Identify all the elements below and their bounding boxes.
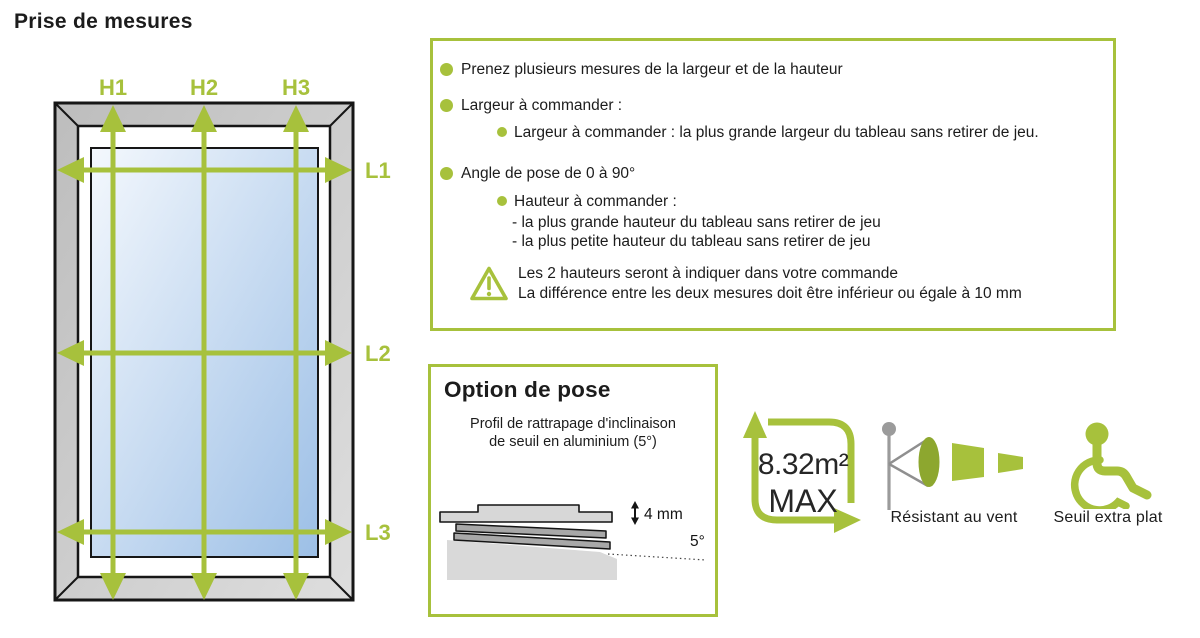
h1-label: H1 bbox=[99, 75, 127, 100]
wind-resistance-label: Résistant au vent bbox=[890, 509, 1018, 526]
floor-block bbox=[447, 540, 617, 580]
bullet-icon bbox=[440, 63, 453, 76]
instruction-item: Largeur à commander : bbox=[440, 96, 1113, 116]
instruction-text: Hauteur à commander : bbox=[514, 193, 677, 210]
arrowheads bbox=[743, 411, 861, 533]
wheelchair-icon bbox=[1070, 422, 1152, 509]
h3-label: H3 bbox=[282, 75, 310, 100]
instruction-text: Angle de pose de 0 à 90° bbox=[461, 165, 636, 182]
flat-threshold-label: Seuil extra plat bbox=[1053, 509, 1163, 526]
instruction-subitem: Hauteur à commander : bbox=[497, 192, 1113, 212]
angle-label: 5° bbox=[690, 533, 705, 550]
window-measure-diagram: H1 H2 H3 L1 L2 L3 bbox=[53, 75, 391, 602]
instruction-text: Largeur à commander : la plus grande lar… bbox=[514, 124, 1039, 141]
thickness-arrow-icon bbox=[631, 501, 639, 525]
installation-option-box: Option de pose Profil de rattrapage d'in… bbox=[428, 364, 718, 617]
warning-icon bbox=[470, 266, 508, 301]
angle-guide-line bbox=[607, 553, 707, 561]
width-arrows bbox=[57, 157, 352, 545]
bullet-icon bbox=[440, 167, 453, 180]
warning-line: Les 2 hauteurs seront à indiquer dans vo… bbox=[518, 265, 898, 282]
instruction-text: Largeur à commander : bbox=[461, 97, 623, 114]
threshold-profile-diagram: 4 mm 5° bbox=[439, 501, 707, 580]
h2-label: H2 bbox=[190, 75, 218, 100]
aluminium-profile bbox=[439, 504, 613, 523]
area-arrow-frame bbox=[751, 418, 855, 524]
max-area-value: 8.32m² bbox=[758, 448, 849, 481]
instruction-item: Angle de pose de 0 à 90° bbox=[440, 164, 1113, 184]
warning-note: Les 2 hauteurs seront à indiquer dans vo… bbox=[469, 264, 1113, 303]
l3-label: L3 bbox=[365, 520, 391, 545]
wedge-shims bbox=[453, 523, 611, 550]
instruction-subitem: Largeur à commander : la plus grande lar… bbox=[497, 123, 1113, 143]
l1-label: L1 bbox=[365, 158, 391, 183]
warning-text: Les 2 hauteurs seront à indiquer dans vo… bbox=[518, 264, 1022, 303]
instruction-text: Prenez plusieurs mesures de la largeur e… bbox=[461, 61, 843, 78]
description-line: de seuil en aluminium (5°) bbox=[489, 434, 657, 450]
bullet-icon bbox=[440, 99, 453, 112]
bullet-icon bbox=[497, 196, 507, 206]
instruction-text: - la plus petite hauteur du tableau sans… bbox=[512, 233, 871, 250]
instruction-sublines: - la plus grande hauteur du tableau sans… bbox=[512, 213, 1113, 251]
bullet-icon bbox=[497, 127, 507, 137]
warning-line: La différence entre les deux mesures doi… bbox=[518, 284, 1022, 302]
instruction-item: Prenez plusieurs mesures de la largeur e… bbox=[440, 60, 1113, 80]
measure-instructions-box: Prenez plusieurs mesures de la largeur e… bbox=[430, 38, 1116, 331]
thickness-label: 4 mm bbox=[644, 506, 683, 523]
l2-label: L2 bbox=[365, 341, 391, 366]
description-line: Profil de rattrapage d'inclinaison bbox=[470, 416, 676, 432]
wind-resistance-icon bbox=[882, 422, 1023, 510]
option-box-description: Profil de rattrapage d'inclinaison de se… bbox=[431, 415, 715, 451]
instruction-text: - la plus grande hauteur du tableau sans… bbox=[512, 214, 881, 231]
max-area-badge: 8.32m² MAX bbox=[743, 411, 861, 533]
option-box-title: Option de pose bbox=[444, 377, 611, 402]
max-area-unit: MAX bbox=[768, 483, 837, 519]
page-title: Prise de mesures bbox=[14, 10, 193, 33]
